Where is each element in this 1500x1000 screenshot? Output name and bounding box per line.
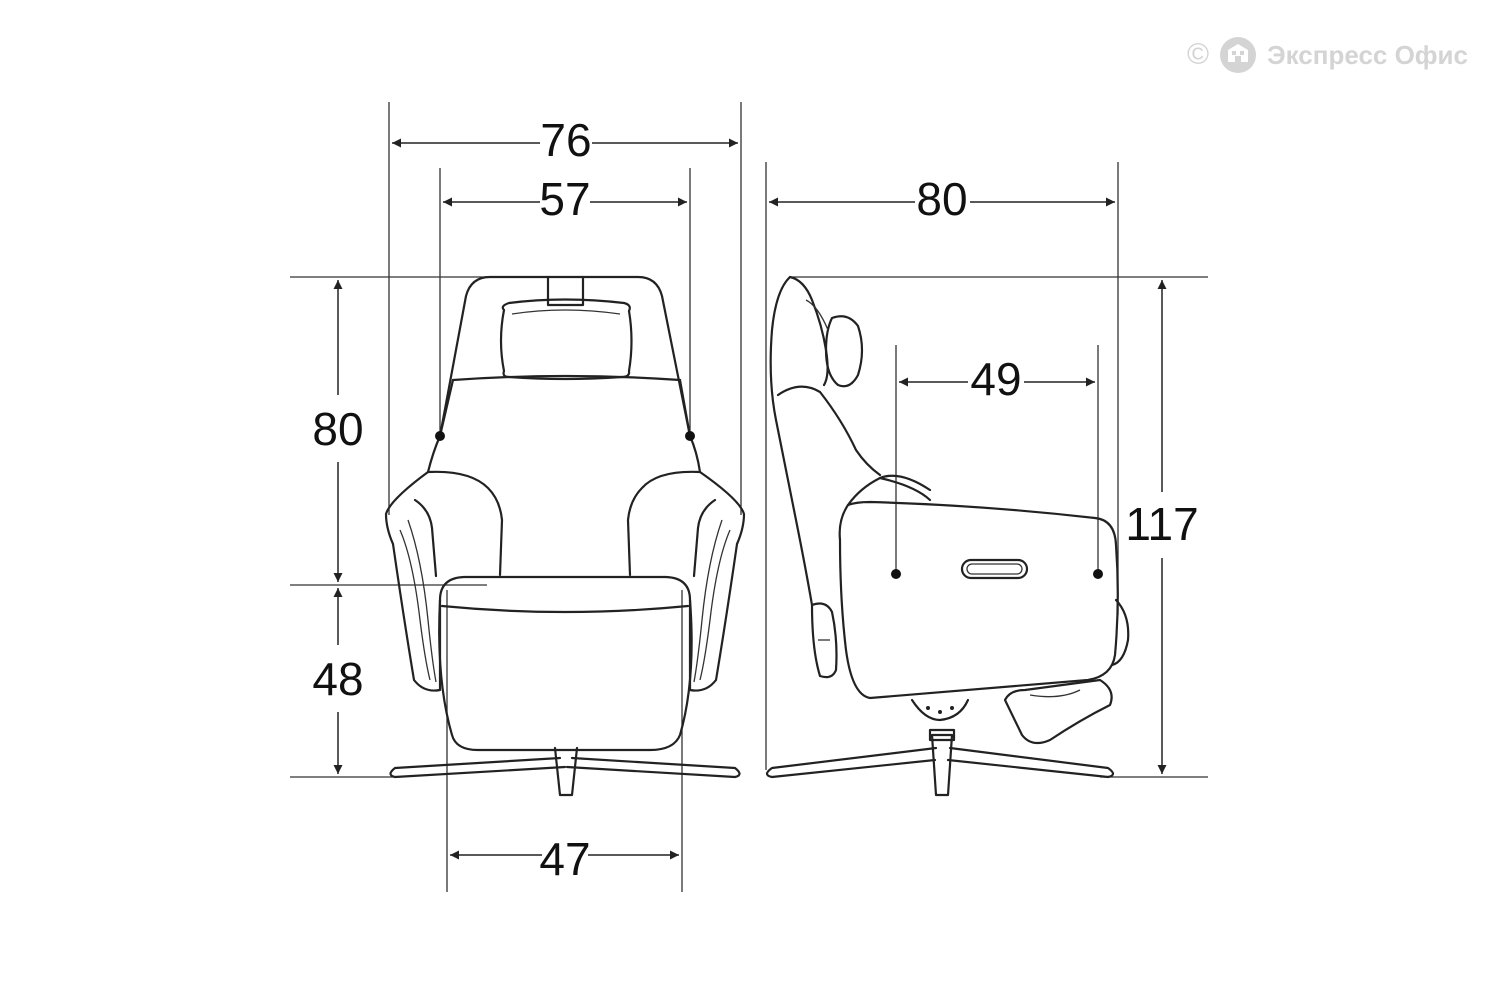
front-chair-outline [384, 275, 746, 797]
dim-label-back-height: 80 [312, 403, 363, 455]
dim-label-seat-height: 48 [312, 653, 363, 705]
side-extension-lines [765, 162, 1208, 778]
dim-back-width: 57 [443, 173, 687, 225]
front-backrest [438, 275, 692, 438]
dim-overall-width: 76 [392, 114, 738, 166]
dim-label-back-width: 57 [539, 173, 590, 225]
side-view: 80 49 117 [765, 162, 1208, 797]
side-dot-back [1093, 569, 1103, 579]
front-right-armrest [688, 470, 746, 692]
dim-back-height: 80 [312, 280, 364, 582]
side-backrest [769, 275, 814, 607]
dim-overall-height: 117 [1125, 280, 1199, 774]
front-left-armrest [384, 470, 442, 692]
dim-overall-depth: 80 [769, 173, 1115, 225]
copyright-symbol: © [1187, 38, 1210, 71]
dim-seat-width: 47 [450, 833, 679, 885]
side-headrest-pillow [824, 315, 864, 388]
dim-seat-height: 48 [312, 588, 364, 774]
dim-label-overall-height: 117 [1125, 498, 1198, 550]
front-dot-left [435, 431, 445, 441]
side-chair-outline [765, 275, 1130, 797]
front-view: 76 57 80 48 47 [290, 102, 746, 892]
dim-seat-depth: 49 [899, 353, 1095, 405]
watermark: © Экспресс Офис [1187, 36, 1468, 74]
front-headrest-pillow [499, 298, 633, 381]
dim-label-overall-width: 76 [540, 114, 591, 166]
side-base [930, 733, 954, 797]
side-dot-front [891, 569, 901, 579]
side-footrest [1003, 678, 1113, 745]
front-dot-right [685, 431, 695, 441]
building-logo-icon [1220, 37, 1257, 73]
dim-label-seat-width: 47 [539, 833, 590, 885]
dim-label-overall-depth: 80 [916, 173, 967, 225]
side-armrest [838, 500, 1119, 700]
front-seat-cushion [438, 575, 693, 752]
dim-label-seat-depth: 49 [970, 353, 1021, 405]
watermark-brand: Экспресс Офис [1267, 39, 1468, 70]
front-base [553, 746, 579, 797]
